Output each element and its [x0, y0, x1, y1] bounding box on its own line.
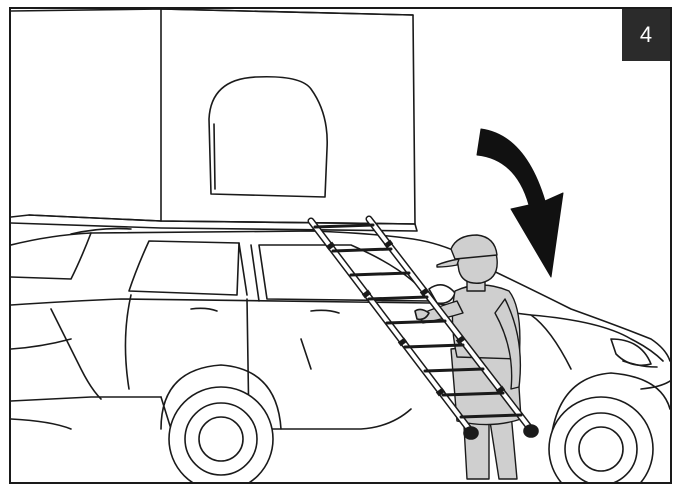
ladder-rung [423, 367, 485, 373]
front-wheel-arch [550, 372, 670, 440]
tent-window [208, 75, 328, 198]
instruction-panel: 4 [9, 7, 672, 484]
ladder-rung [367, 295, 429, 301]
person [418, 234, 522, 480]
ladder-rung [385, 319, 447, 325]
ladder-rung [349, 271, 411, 277]
ladder-foot [463, 426, 479, 440]
car [11, 227, 670, 482]
right-arm [494, 298, 522, 390]
cap-brim [436, 258, 460, 268]
rear-side-window [128, 240, 240, 296]
rooftop-tent [11, 9, 418, 232]
front-wheel [548, 396, 654, 482]
rear-wheel-arch [160, 364, 282, 430]
ladder-rung [313, 223, 375, 229]
curved-arrow-icon [476, 128, 564, 278]
ladder [307, 215, 539, 440]
cap [450, 234, 498, 260]
hand [414, 308, 430, 321]
step-number-badge: 4 [622, 9, 670, 61]
ladder-rung [459, 413, 523, 419]
ladder-rung [331, 247, 393, 253]
illustration [11, 9, 670, 482]
ladder-rung [403, 343, 465, 349]
headlight [610, 338, 652, 367]
rear-wheel [168, 386, 274, 482]
ladder-foot [523, 424, 539, 438]
ladder-rung [441, 391, 505, 397]
